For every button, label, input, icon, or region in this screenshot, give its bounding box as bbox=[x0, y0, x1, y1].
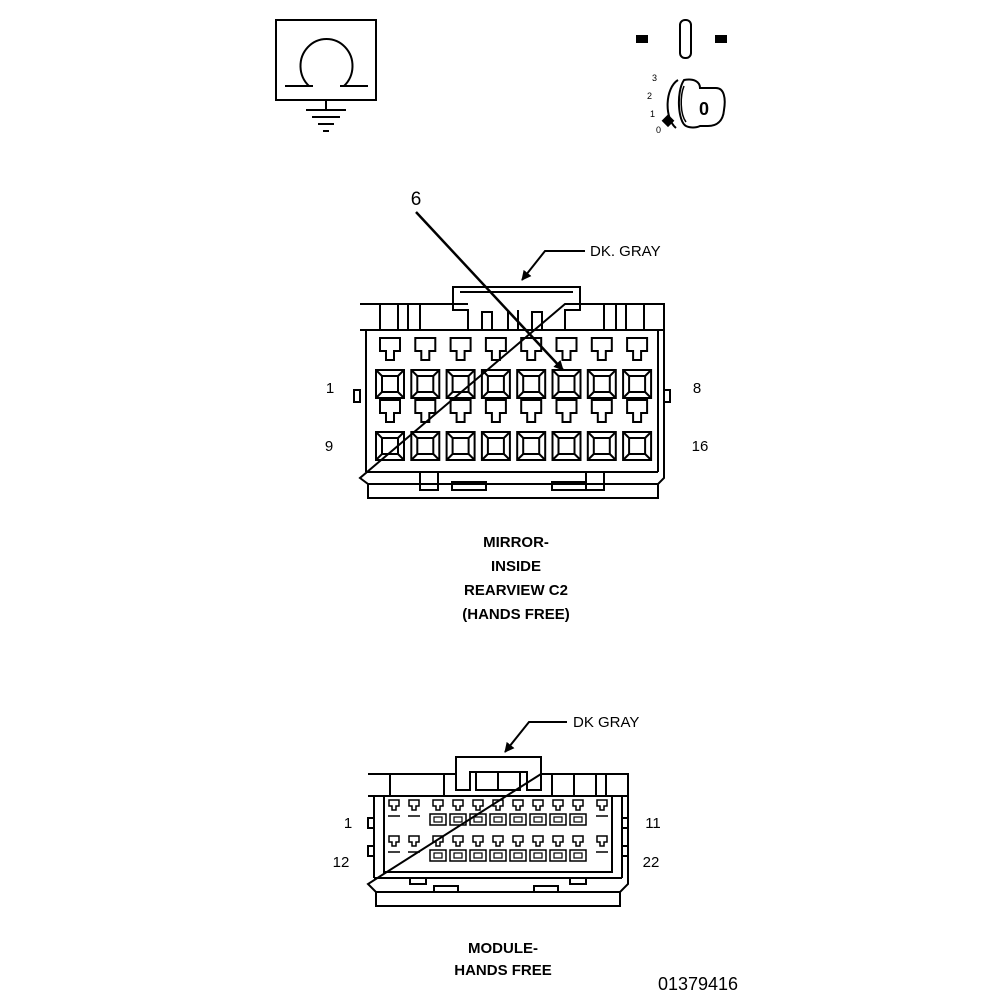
module-pin-cavity-21 bbox=[569, 835, 587, 862]
c2-title: MIRROR- INSIDE REARVIEW C2 (HANDS FREE) bbox=[462, 534, 570, 623]
callout-pointer-arrow bbox=[415, 211, 564, 371]
c2-color-callout: DK. GRAY bbox=[521, 243, 661, 281]
module-pin-label-22: 22 bbox=[643, 854, 660, 871]
c2-pin-label-1: 1 bbox=[326, 380, 334, 397]
module-pin-cavity-18 bbox=[509, 835, 527, 862]
c2-pin-cavity-12 bbox=[480, 399, 511, 461]
module-pin-label-1: 1 bbox=[344, 815, 352, 832]
module-pin-cavity-15 bbox=[449, 835, 467, 862]
module-title-line-1: MODULE- bbox=[468, 940, 538, 957]
module-color-callout: DK GRAY bbox=[504, 714, 639, 753]
c2-pin-cavity-14 bbox=[551, 399, 582, 461]
module-pin-cavity-4 bbox=[449, 799, 467, 826]
c2-pin-cavity-9 bbox=[375, 399, 405, 461]
module-pin-cavity-16 bbox=[469, 835, 487, 862]
module-pin-cavity-3 bbox=[429, 799, 447, 826]
c2-pin-cavity-2 bbox=[410, 337, 441, 399]
c2-pin-cavity-15 bbox=[586, 399, 617, 461]
ignition-key-switch-icon: 3 2 1 0 0 bbox=[636, 19, 727, 135]
key-label: 0 bbox=[699, 99, 709, 119]
module-pin-cavity-14 bbox=[429, 835, 447, 862]
module-pin-cavity-13 bbox=[408, 835, 420, 853]
module-pin-cavity-20 bbox=[549, 835, 567, 862]
c2-pin-cavity-16 bbox=[622, 399, 653, 461]
module-pin-cavity-7 bbox=[509, 799, 527, 826]
c2-pin-cavity-4 bbox=[480, 337, 511, 399]
ignition-position-0: 0 bbox=[656, 125, 661, 135]
module-pin-label-12: 12 bbox=[333, 854, 350, 871]
module-title-line-2: HANDS FREE bbox=[454, 962, 552, 979]
ignition-position-1: 1 bbox=[650, 109, 655, 119]
module-pin-cavity-12 bbox=[388, 835, 400, 853]
module-pin-cavity-19 bbox=[529, 835, 547, 862]
c2-pin-cavity-3 bbox=[445, 337, 476, 399]
c2-title-line-2: INSIDE bbox=[491, 558, 541, 575]
c2-pin-cavity-11 bbox=[445, 399, 476, 461]
c2-pin-cavity-6 bbox=[551, 337, 582, 399]
c2-callout-number: 6 bbox=[411, 189, 422, 210]
module-pin-cavity-9 bbox=[549, 799, 567, 826]
c2-color-label: DK. GRAY bbox=[590, 243, 661, 260]
c2-pin-label-16: 16 bbox=[692, 438, 709, 455]
ignition-position-3: 3 bbox=[652, 73, 657, 83]
c2-pin-label-8: 8 bbox=[693, 380, 701, 397]
module-pin-cavity-5 bbox=[469, 799, 487, 826]
module-pin-cavity-2 bbox=[408, 799, 420, 817]
c2-pin-cavity-13 bbox=[516, 399, 547, 461]
c2-title-line-1: MIRROR- bbox=[483, 534, 549, 551]
hands-free-module-connector bbox=[366, 756, 629, 907]
c2-title-line-4: (HANDS FREE) bbox=[462, 606, 570, 623]
module-pin-cavity-1 bbox=[388, 799, 400, 817]
c2-title-line-3: REARVIEW C2 bbox=[464, 582, 568, 599]
module-color-label: DK GRAY bbox=[573, 714, 639, 731]
module-pin-cavity-8 bbox=[529, 799, 547, 826]
c2-pin-cavity-10 bbox=[410, 399, 441, 461]
c2-pin-cavity-8 bbox=[622, 337, 653, 399]
module-title: MODULE- HANDS FREE bbox=[454, 940, 552, 979]
ground-icon bbox=[275, 19, 377, 132]
module-pin-cavity-22 bbox=[596, 835, 608, 853]
c2-pin-cavity-7 bbox=[586, 337, 617, 399]
figure-id: 01379416 bbox=[658, 974, 738, 994]
ignition-position-2: 2 bbox=[647, 91, 652, 101]
c2-pin-label-9: 9 bbox=[325, 438, 333, 455]
module-pin-cavity-10 bbox=[569, 799, 587, 826]
module-pin-cavity-6 bbox=[489, 799, 507, 826]
c2-pin-cavity-1 bbox=[375, 337, 405, 399]
module-pin-label-11: 11 bbox=[645, 815, 661, 832]
mirror-connector-c2 bbox=[353, 286, 671, 499]
module-pin-cavity-11 bbox=[596, 799, 608, 817]
module-pin-cavity-17 bbox=[489, 835, 507, 862]
c2-pin-cavity-5 bbox=[516, 337, 547, 399]
